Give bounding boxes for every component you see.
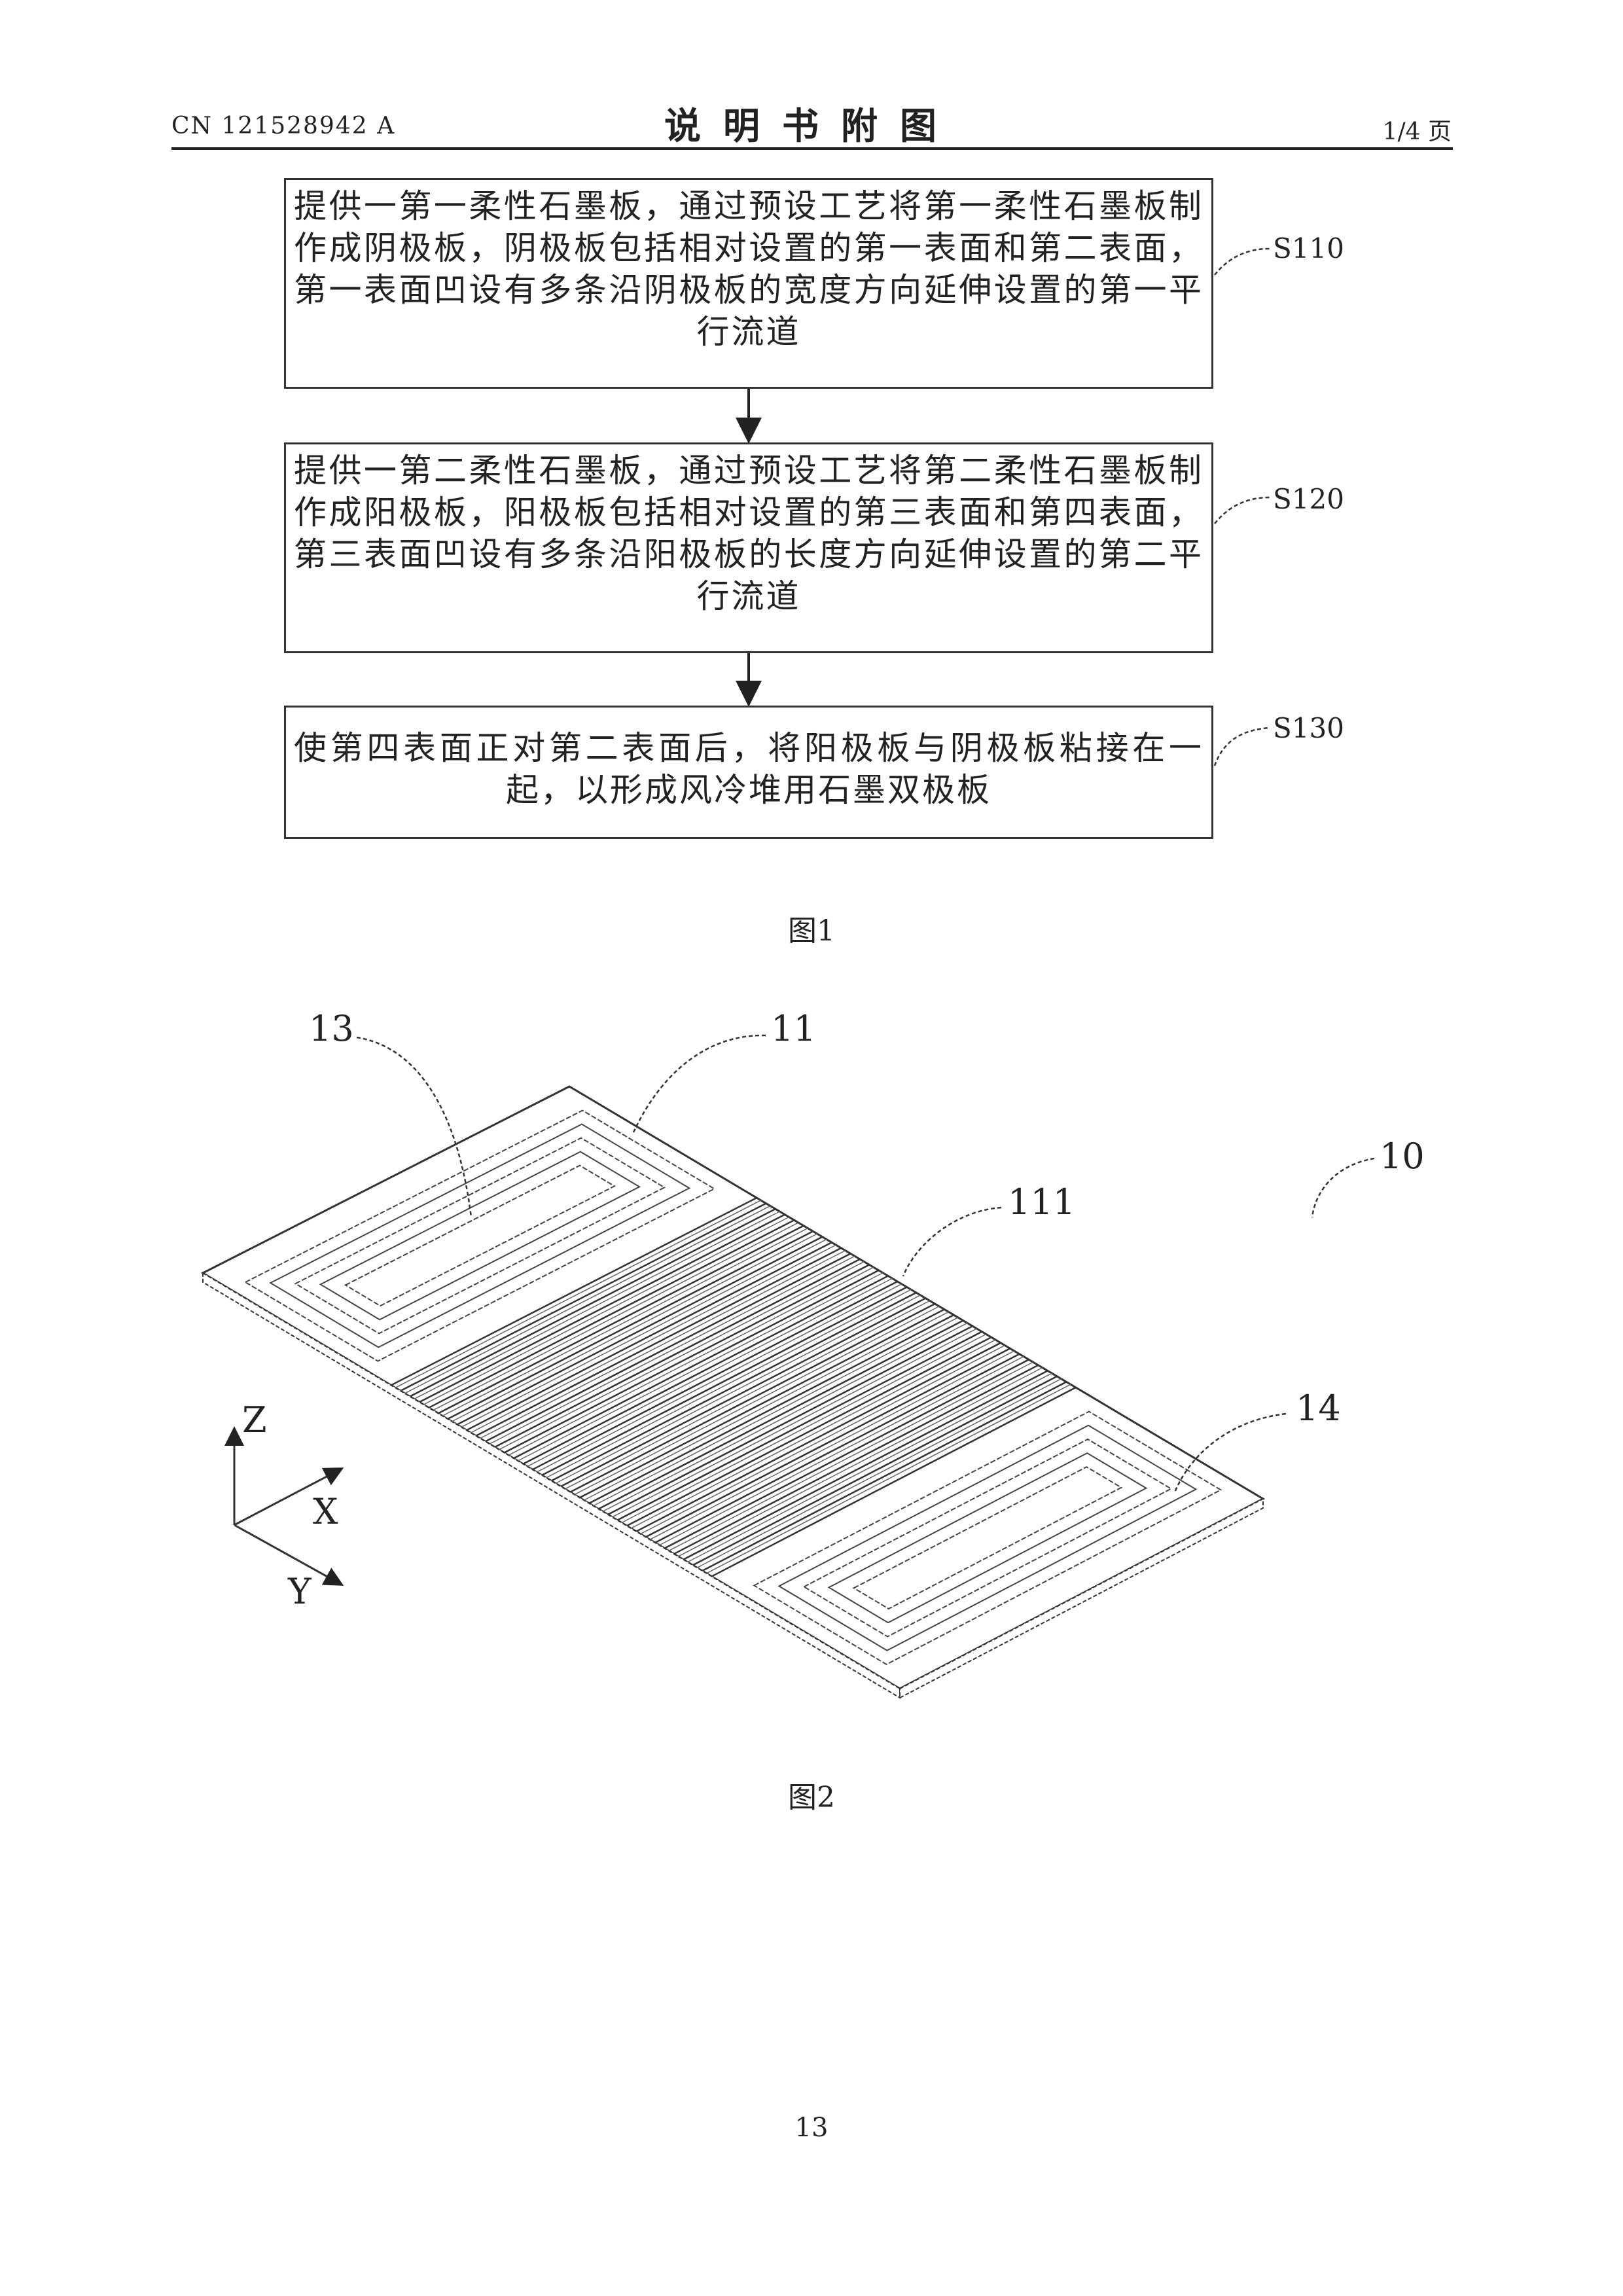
leader-10 bbox=[1312, 1158, 1374, 1217]
bipolar-plate-drawing bbox=[203, 1086, 1263, 1698]
ref-label-13: 13 bbox=[309, 1008, 354, 1049]
axis-label-y: Y bbox=[288, 1571, 312, 1612]
leader-s120 bbox=[1215, 497, 1270, 524]
ref-label-10: 10 bbox=[1380, 1136, 1425, 1177]
ref-label-11: 11 bbox=[771, 1008, 816, 1049]
ref-label-14: 14 bbox=[1296, 1388, 1341, 1429]
page-number: 13 bbox=[0, 2113, 1623, 2143]
figure2-caption: 图2 bbox=[0, 1774, 1623, 1816]
leader-11 bbox=[633, 1035, 766, 1132]
leader-111 bbox=[903, 1208, 1001, 1276]
axis-label-z: Z bbox=[242, 1399, 267, 1441]
axis-label-x: X bbox=[313, 1491, 338, 1532]
leader-s110 bbox=[1215, 249, 1270, 275]
axis-y-line bbox=[234, 1525, 340, 1584]
ref-label-111: 111 bbox=[1008, 1181, 1075, 1223]
leader-s130 bbox=[1215, 728, 1270, 766]
